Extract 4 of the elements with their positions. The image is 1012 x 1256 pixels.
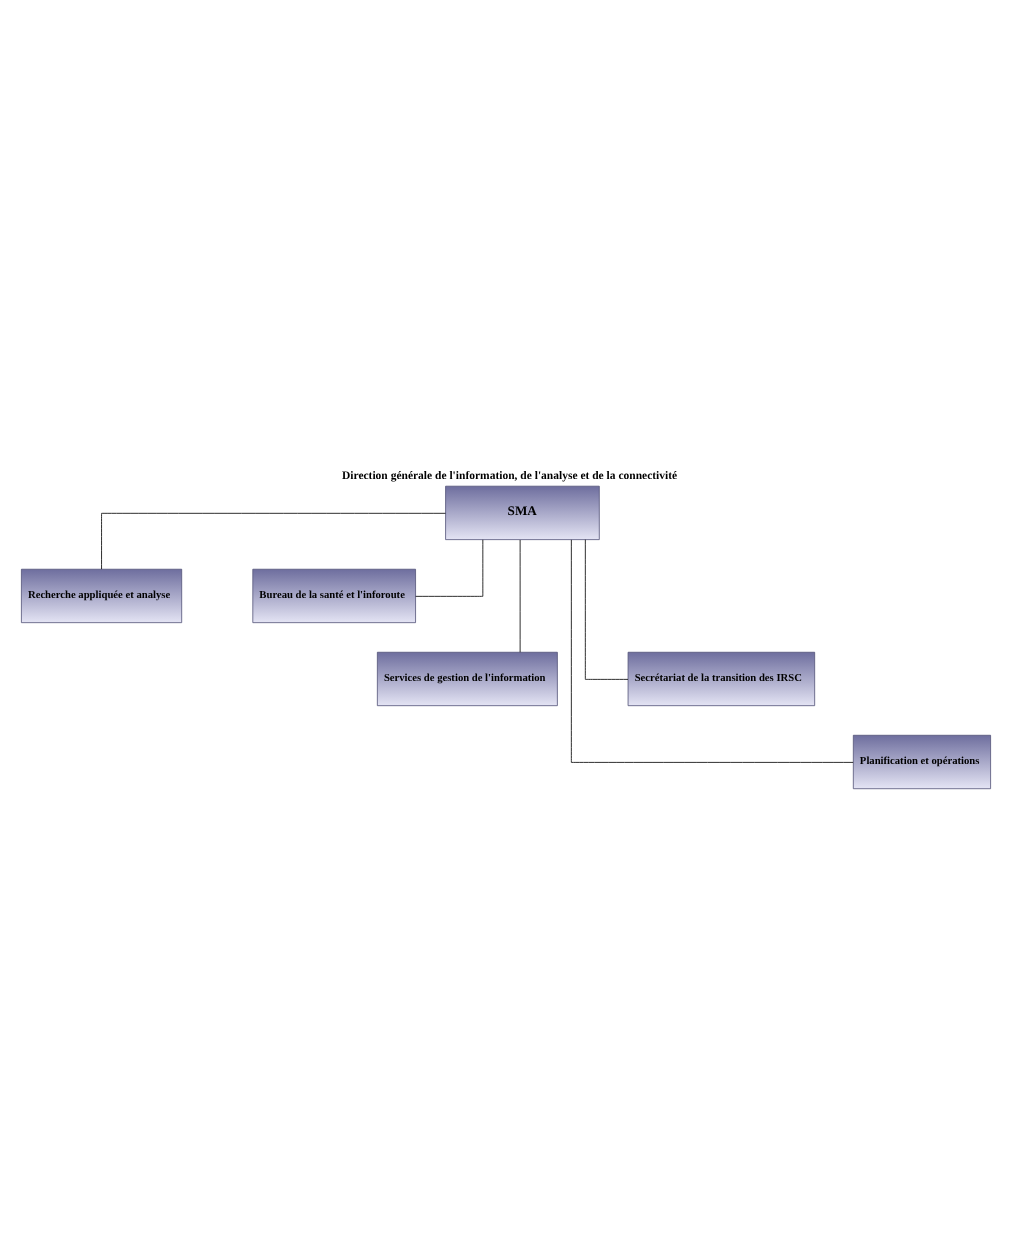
- connector: [570, 539, 854, 763]
- connector: [101, 512, 446, 570]
- connector: [415, 539, 484, 597]
- connector: [584, 539, 629, 680]
